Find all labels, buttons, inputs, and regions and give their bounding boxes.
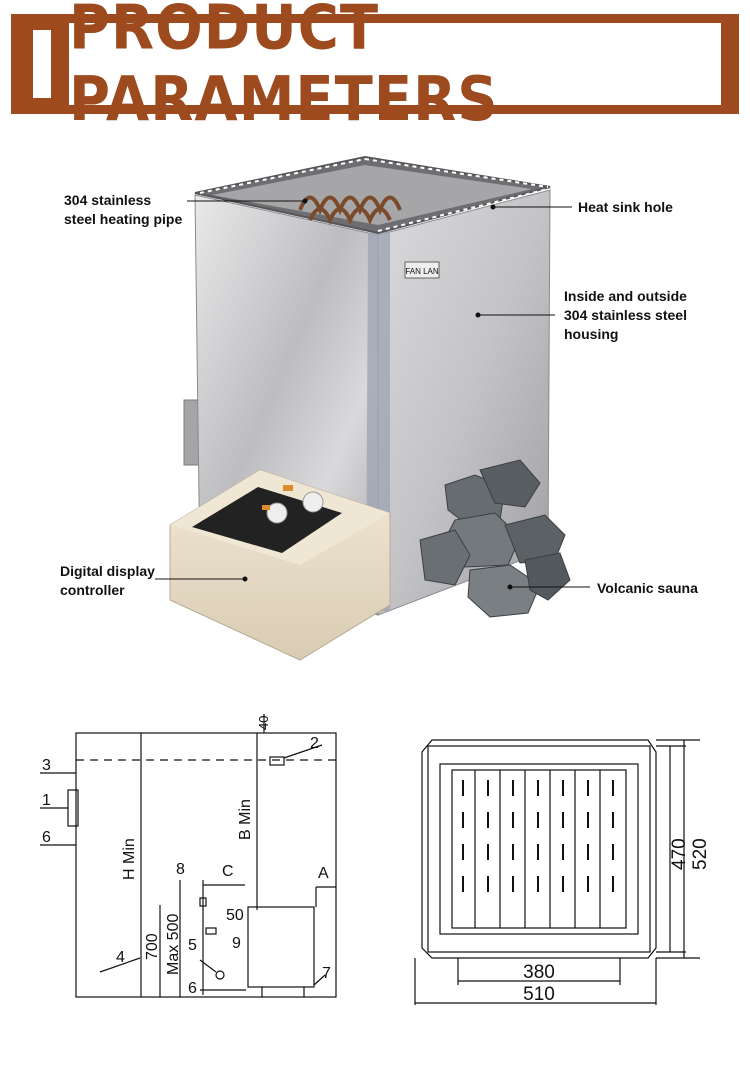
- brand-plate-text: FAN LAN: [405, 267, 439, 276]
- callout-heating-pipe: 304 stainless steel heating pipe: [64, 192, 183, 227]
- indicator-light: [283, 485, 293, 491]
- top-view-holes: [462, 780, 614, 892]
- top-inner: [212, 165, 532, 225]
- dim-b-min: B Min: [237, 799, 254, 840]
- top-view-labels: 380 510 470 520: [523, 838, 711, 1005]
- heating-pipe-coils: [298, 195, 402, 225]
- dim-max500: Max 500: [165, 914, 182, 975]
- page-title: PRODUCT PARAMETERS: [69, 0, 499, 136]
- callout-stones: Volcanic sauna: [597, 580, 698, 596]
- heat-sink-holes: [199, 158, 549, 232]
- temperature-knob: [266, 502, 288, 524]
- dim-c: C: [222, 863, 234, 880]
- callout-housing: Inside and outside 304 stainless steel h…: [564, 288, 687, 342]
- label-9: 9: [232, 935, 241, 952]
- label-4: 4: [116, 949, 125, 966]
- product-illustration: FAN LAN: [0, 135, 750, 675]
- top-view-drawing: [414, 739, 700, 1005]
- side-view-labels: 3 1 6 4 2 8 5 9 6 7 C A 50 40 H Min B Mi…: [42, 716, 331, 997]
- label-8: 8: [176, 861, 185, 878]
- label-5: 5: [188, 937, 197, 954]
- label-6-bottom: 6: [188, 980, 197, 997]
- label-6-top: 6: [42, 829, 51, 846]
- dim-380: 380: [523, 962, 555, 983]
- header-title-box: PRODUCT PARAMETERS: [69, 0, 721, 136]
- dim-50: 50: [226, 907, 244, 924]
- dim-700: 700: [144, 933, 161, 960]
- digital-controller: [169, 469, 391, 661]
- dim-520: 520: [690, 838, 711, 870]
- label-7: 7: [322, 965, 331, 982]
- volcanic-stones: [419, 459, 571, 618]
- dim-a: A: [318, 865, 329, 882]
- callout-leaders: [155, 198, 590, 590]
- callout-heat-sink: Heat sink hole: [578, 199, 673, 215]
- callout-controller: Digital display controller: [60, 563, 155, 598]
- brand-plate: [404, 261, 440, 279]
- dim-top-gap: 40: [256, 716, 271, 730]
- indicator-light-2: [262, 505, 270, 510]
- technical-drawings: 3 1 6 4 2 8 5 9 6 7 C A 50 40 H Min B Mi…: [0, 690, 750, 1082]
- sauna-heater-image: FAN LAN: [155, 155, 590, 661]
- label-3: 3: [42, 757, 51, 774]
- top-view-rails: [474, 770, 601, 928]
- label-2: 2: [310, 735, 319, 752]
- drawings-svg: 3 1 6 4 2 8 5 9 6 7 C A 50 40 H Min B Mi…: [40, 714, 711, 1005]
- label-1: 1: [42, 792, 51, 809]
- dim-470: 470: [669, 838, 690, 870]
- timer-knob: [302, 491, 324, 513]
- side-view-drawing: [40, 714, 337, 998]
- header-accent-bar: [33, 30, 51, 98]
- header-banner: PRODUCT PARAMETERS: [11, 0, 739, 136]
- dim-510: 510: [523, 984, 555, 1005]
- dim-h-min: H Min: [121, 838, 138, 880]
